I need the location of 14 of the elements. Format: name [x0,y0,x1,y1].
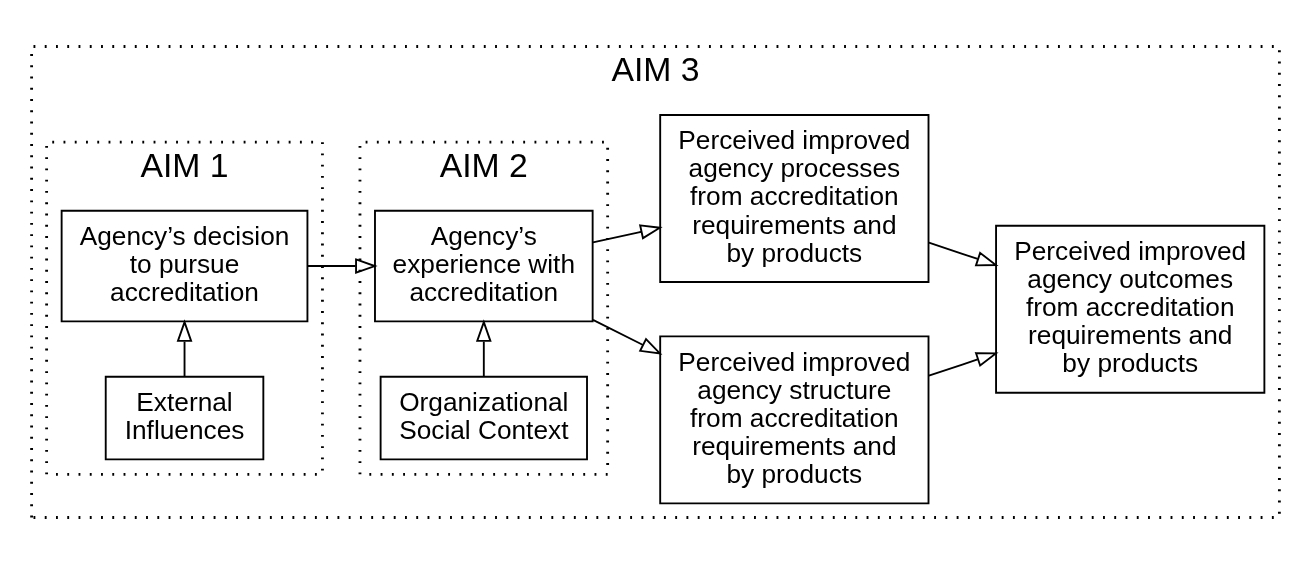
arrow [306,258,378,274]
arrow [592,224,663,244]
node-box: Perceived improved agency outcomes from accreditation requirements and by products [995,224,1266,394]
node-box: External Influences [104,375,265,461]
node-box: Agency’s experience with accreditation [374,209,594,323]
node-box: Perceived improved agency processes from accreditation requirements and by products [659,114,930,283]
arrow [927,241,999,267]
arrow [176,319,193,378]
node-box: Agency’s decision to pursue accreditation [60,209,309,323]
arrow [592,318,663,355]
node-box: Perceived improved agency structure from accreditation requirements and by products [659,335,930,505]
arrow [927,352,999,377]
node-box: Organizational Social Context [379,375,588,461]
arrow [475,319,492,378]
